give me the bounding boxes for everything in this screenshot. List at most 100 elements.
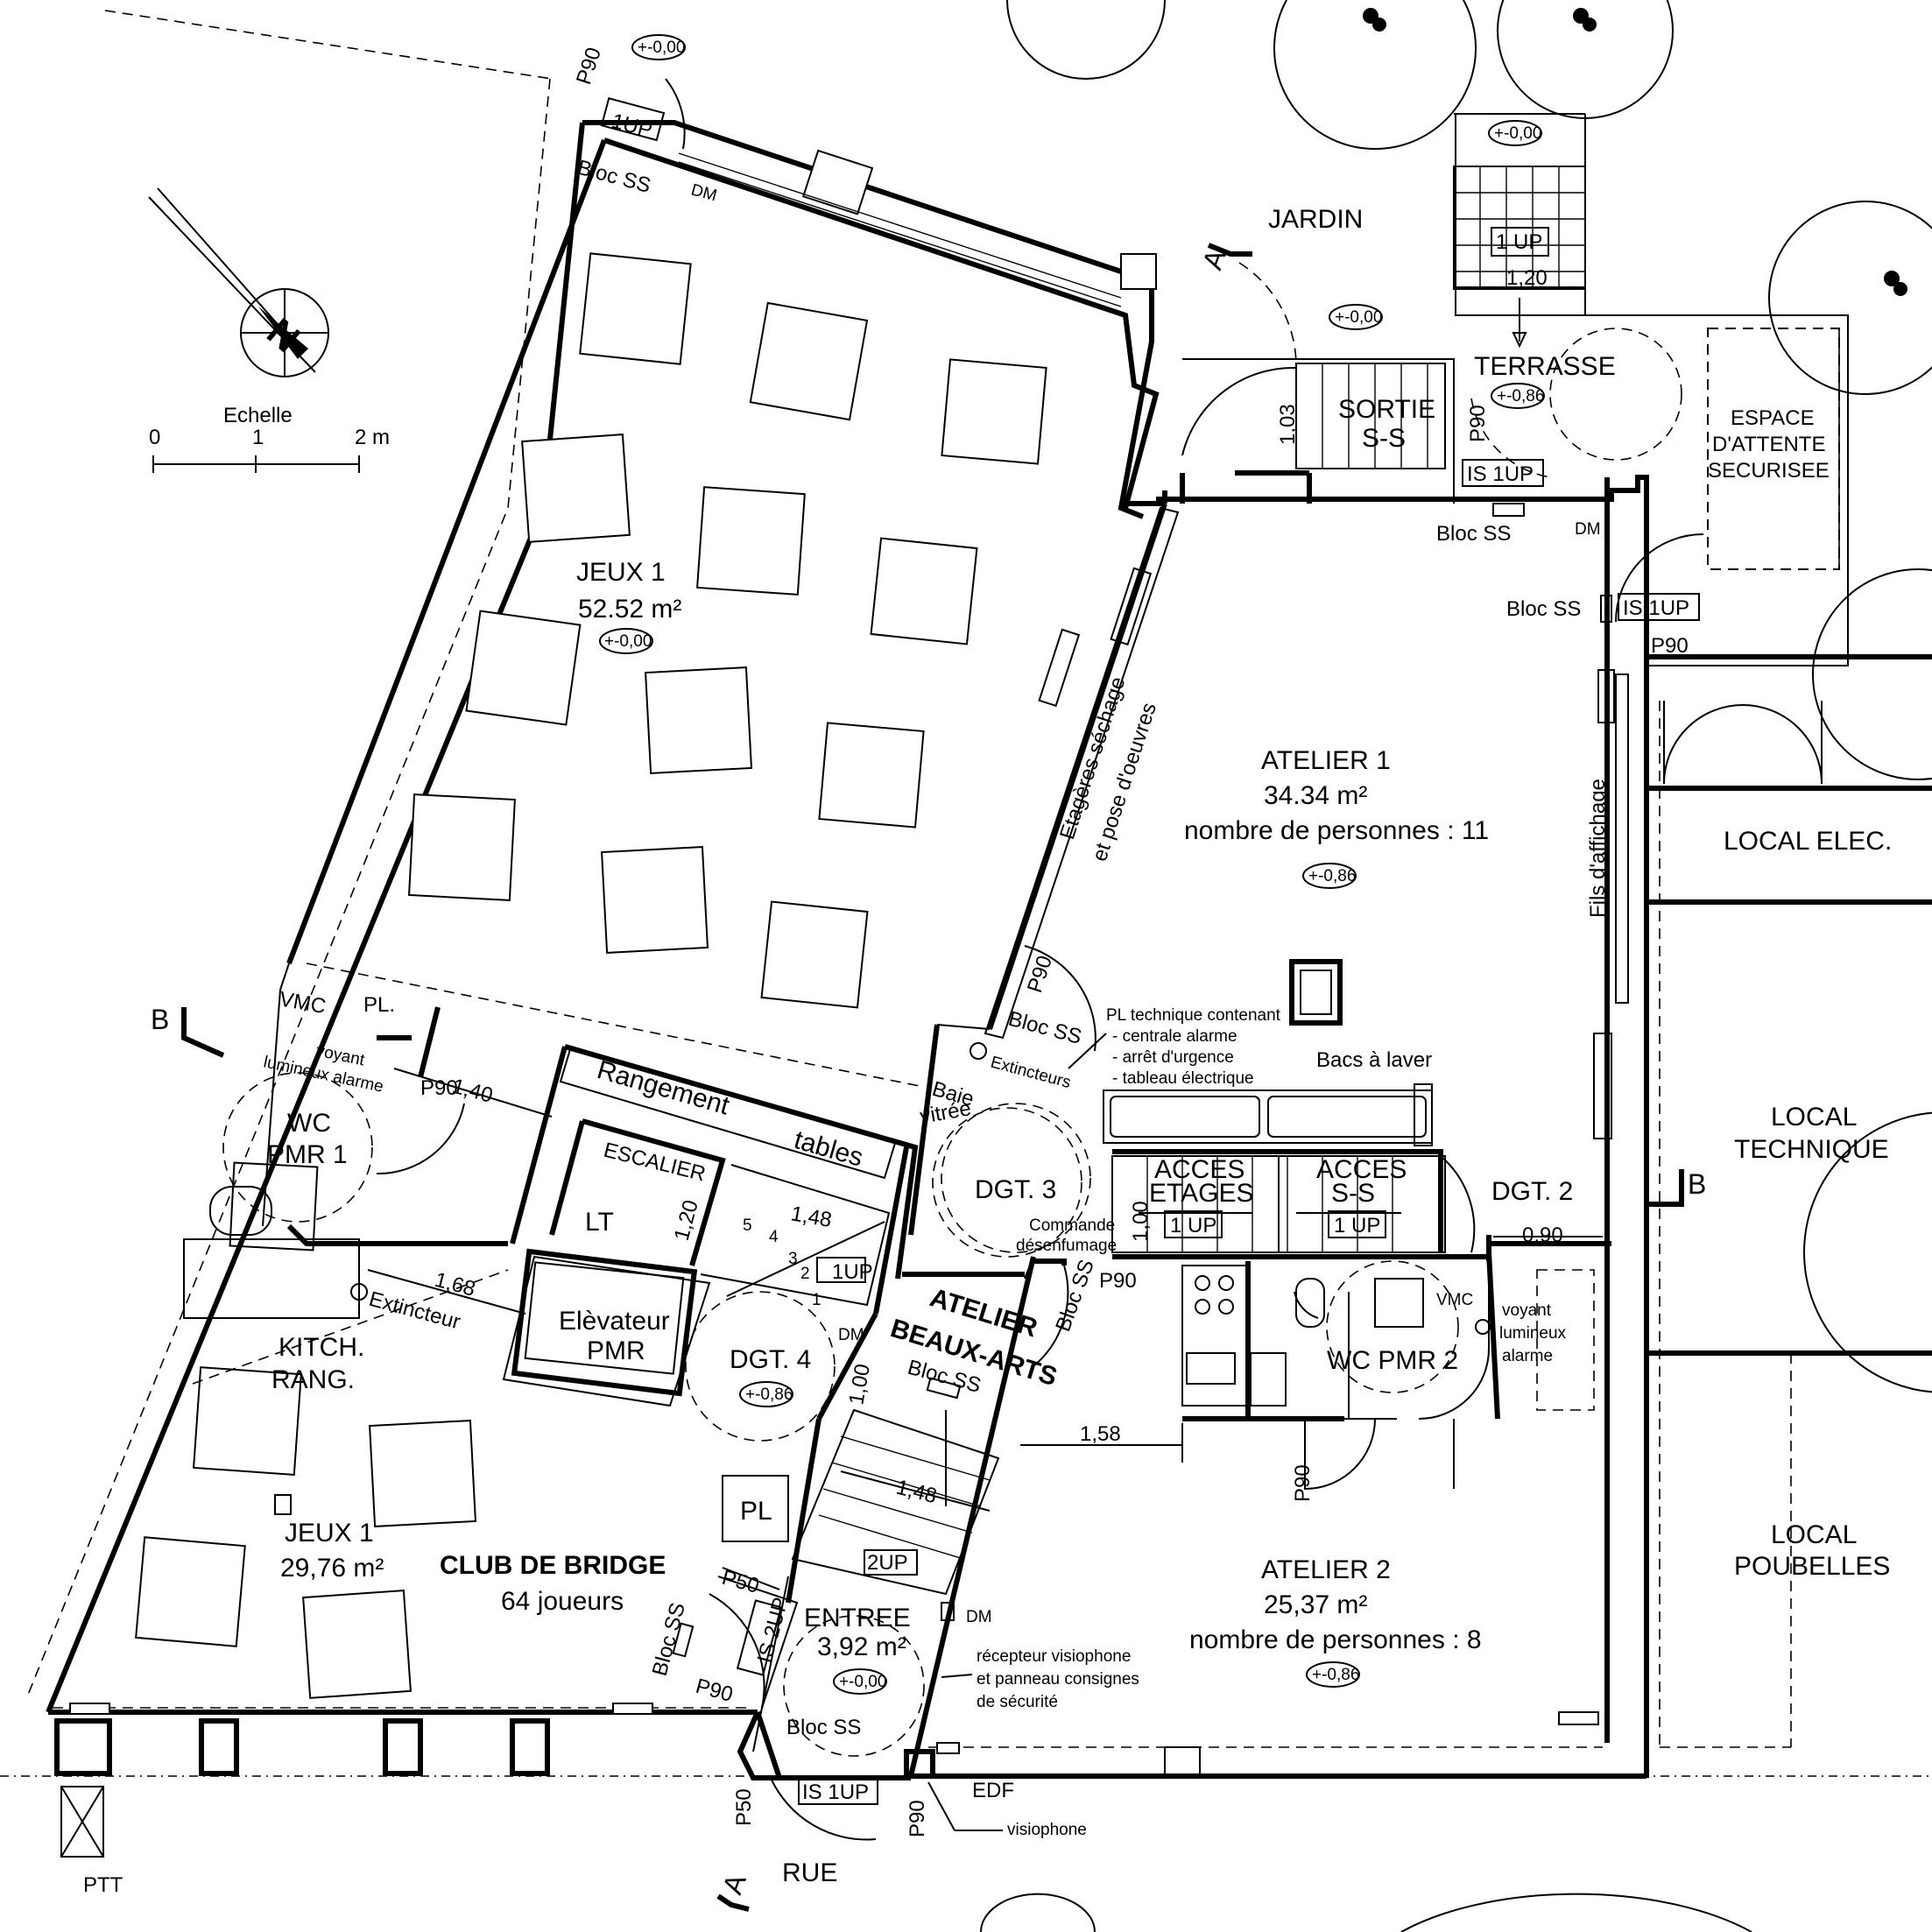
p90-top: P90 xyxy=(572,45,606,88)
acces-etages-up: 1 UP xyxy=(1170,1214,1216,1237)
atelier1-name: ATELIER 1 xyxy=(1261,746,1391,775)
up2-entree: 2UP xyxy=(867,1551,908,1575)
jeux1-top-name: JEUX 1 xyxy=(576,558,666,587)
entry-walls xyxy=(709,1146,1067,1841)
p90-club: P90 xyxy=(693,1675,735,1707)
north-arrow-icon: N xyxy=(148,187,329,377)
sortie-line1: SORTIE xyxy=(1338,395,1435,424)
escalier-label: ESCALIER xyxy=(602,1139,709,1187)
scale-title: Echelle xyxy=(223,404,293,427)
visiophone-label: visiophone xyxy=(1007,1821,1087,1839)
jeux1-top-level: +-0,00 xyxy=(604,632,652,651)
fils-label: Fils d'affichage xyxy=(1586,779,1610,918)
section-a-bottom: A xyxy=(716,1869,752,1898)
elevateur-line2: PMR xyxy=(587,1336,645,1365)
property-line xyxy=(104,10,553,80)
jeux1-top-area: 52.52 m² xyxy=(578,595,681,624)
bloc-ss-ba: Bloc SS xyxy=(1051,1257,1099,1335)
bloc-ss-terrasse: Bloc SS xyxy=(1436,522,1511,546)
commande-line1: Commande xyxy=(1029,1216,1115,1235)
stair-num-4: 4 xyxy=(769,1228,779,1246)
fils-rail xyxy=(1615,673,1629,1004)
up1-stair: 1UP xyxy=(832,1260,873,1284)
local-tech-line1: LOCAL xyxy=(1771,1103,1857,1132)
voyant2-line1: voyant xyxy=(1502,1301,1552,1320)
scale-bar: Echelle 0 1 2 m xyxy=(149,404,390,473)
game-tables-top xyxy=(407,252,1047,1009)
wc2-label: WC PMR 2 xyxy=(1327,1346,1458,1375)
ptt-label: PTT xyxy=(83,1873,123,1897)
pl-tech-line4: - tableau électrique xyxy=(1112,1069,1254,1088)
extincteurs-label: Extincteurs xyxy=(989,1054,1073,1093)
top-entry-level: +-0,00 xyxy=(638,39,685,57)
stair-num-2: 2 xyxy=(800,1265,810,1283)
dim-158: 1,58 xyxy=(1080,1422,1121,1446)
entree-area: 3,92 m² xyxy=(817,1632,906,1661)
local-tech-line2: TECHNIQUE xyxy=(1734,1135,1889,1164)
club-players: 64 joueurs xyxy=(501,1587,624,1616)
wc2-block xyxy=(1061,1252,1595,1491)
acces-etages-line2: ETAGES xyxy=(1149,1179,1253,1208)
dim-140: 1,40 xyxy=(449,1075,495,1108)
pl-tech-line3: - arrêt d'urgence xyxy=(1112,1048,1234,1067)
sortie-line2: S-S xyxy=(1362,424,1406,453)
bottom-windows xyxy=(53,1703,1603,1779)
garden-trees xyxy=(980,0,1932,1932)
club-name: CLUB DE BRIDGE xyxy=(440,1551,666,1580)
pl2-label: PL xyxy=(740,1497,772,1526)
recepteur-line2: et panneau consignes xyxy=(977,1670,1139,1689)
dm-top: DM xyxy=(689,181,719,206)
dim-148a: 1,48 xyxy=(789,1202,834,1232)
dm-terrasse: DM xyxy=(1575,520,1601,539)
p90-wc1: P90 xyxy=(420,1076,458,1100)
up1-garden: 1 UP xyxy=(1496,230,1542,254)
vmc2-label: VMC xyxy=(1436,1291,1473,1309)
room-labels: JEUX 1 52.52 m² +-0,00 ATELIER 1 34.34 m… xyxy=(267,34,1892,1695)
up1-top: 1UP xyxy=(609,109,654,143)
espace-line2: D'ATTENTE xyxy=(1712,433,1825,456)
terrasse-level: +-0,86 xyxy=(1497,387,1544,405)
terrasse-name: TERRASSE xyxy=(1474,352,1616,381)
bloc-ss-atelier1-door: Bloc SS xyxy=(1005,1007,1083,1049)
is1up-atelier1: IS 1UP xyxy=(1623,596,1689,620)
scale-tick-2: 2 m xyxy=(355,426,390,449)
p90-wc2: P90 xyxy=(1291,1464,1315,1502)
stair-block xyxy=(941,959,1611,1261)
garden-level: +-0,00 xyxy=(1494,124,1541,143)
pl1-label: PL. xyxy=(363,993,395,1017)
atelier2-area: 25,37 m² xyxy=(1264,1590,1367,1619)
voyant2-line3: alarme xyxy=(1502,1347,1553,1365)
atelier1-persons: nombre de personnes : 11 xyxy=(1184,816,1489,845)
dim-100a: 1,00 xyxy=(844,1362,875,1407)
dim-100b: 1,00 xyxy=(1129,1201,1153,1242)
jeux1-bottom-area: 29,76 m² xyxy=(280,1554,384,1583)
dim-168: 1,68 xyxy=(432,1268,477,1301)
lt-label: LT xyxy=(585,1208,614,1237)
espace-line3: SECURISEE xyxy=(1708,459,1830,483)
edf-label: EDF xyxy=(972,1779,1014,1802)
rue-label: RUE xyxy=(782,1858,837,1887)
p90-terrasse: P90 xyxy=(1466,405,1490,442)
stair-numbers: 1 2 3 4 5 xyxy=(743,1216,821,1309)
p90-atelier1-door: P90 xyxy=(1023,953,1057,996)
scale-tick-1: 1 xyxy=(252,426,264,449)
dim-120-garden: 1,20 xyxy=(1506,266,1548,290)
p50-club: P50 xyxy=(719,1566,761,1598)
shelf xyxy=(984,506,1180,1040)
stair-num-5: 5 xyxy=(743,1216,752,1235)
dim-090: 0,90 xyxy=(1522,1223,1563,1247)
acces-etages-line1: ACCES xyxy=(1154,1155,1245,1184)
dm-dgt4: DM xyxy=(838,1326,864,1344)
bloc-ss-club: Bloc SS xyxy=(648,1600,690,1678)
recepteur-line3: de sécurité xyxy=(977,1693,1058,1711)
atelier2-name: ATELIER 2 xyxy=(1261,1555,1391,1584)
stair-num-3: 3 xyxy=(788,1250,798,1268)
scale-tick-0: 0 xyxy=(149,426,160,449)
entree-level: +-0,00 xyxy=(839,1673,886,1691)
local-poub-line2: POUBELLES xyxy=(1734,1552,1890,1581)
vmc1-label: VMC xyxy=(278,987,328,1019)
dgt4-level: +-0,86 xyxy=(745,1386,793,1404)
pl-tech-line2: - centrale alarme xyxy=(1112,1027,1237,1046)
ptt-box xyxy=(60,1786,104,1858)
rangement-label: Rangement xyxy=(594,1055,733,1121)
